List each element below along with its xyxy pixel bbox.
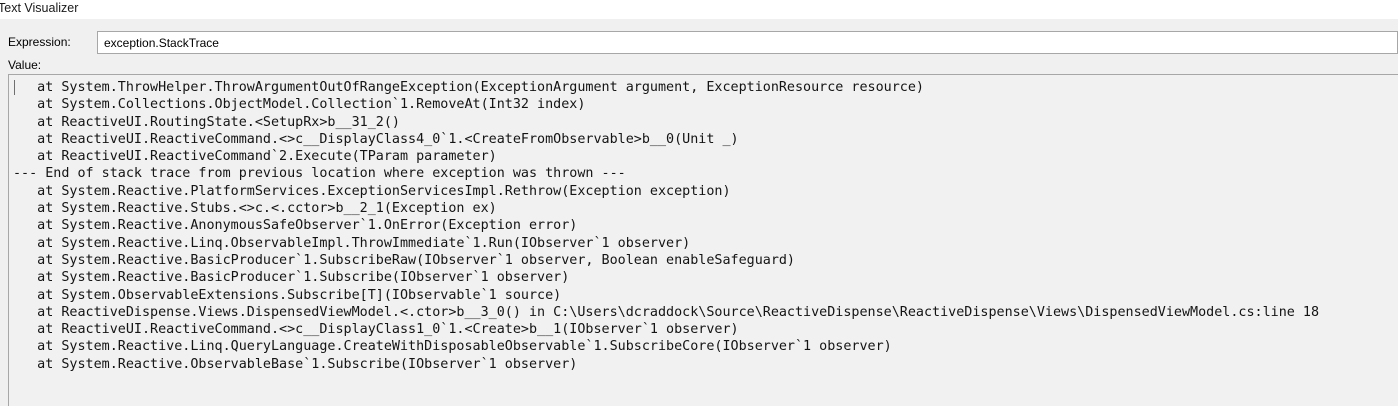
value-label: Value: bbox=[8, 58, 42, 72]
title-bar: Text Visualizer bbox=[0, 0, 1398, 19]
expression-label: Expression: bbox=[8, 35, 71, 49]
value-textbox[interactable]: at System.ThrowHelper.ThrowArgumentOutOf… bbox=[8, 74, 1398, 406]
stack-trace-text: at System.ThrowHelper.ThrowArgumentOutOf… bbox=[13, 80, 1320, 372]
expression-input[interactable] bbox=[97, 31, 1398, 54]
window-title: Text Visualizer bbox=[0, 1, 79, 15]
text-caret bbox=[14, 80, 15, 95]
